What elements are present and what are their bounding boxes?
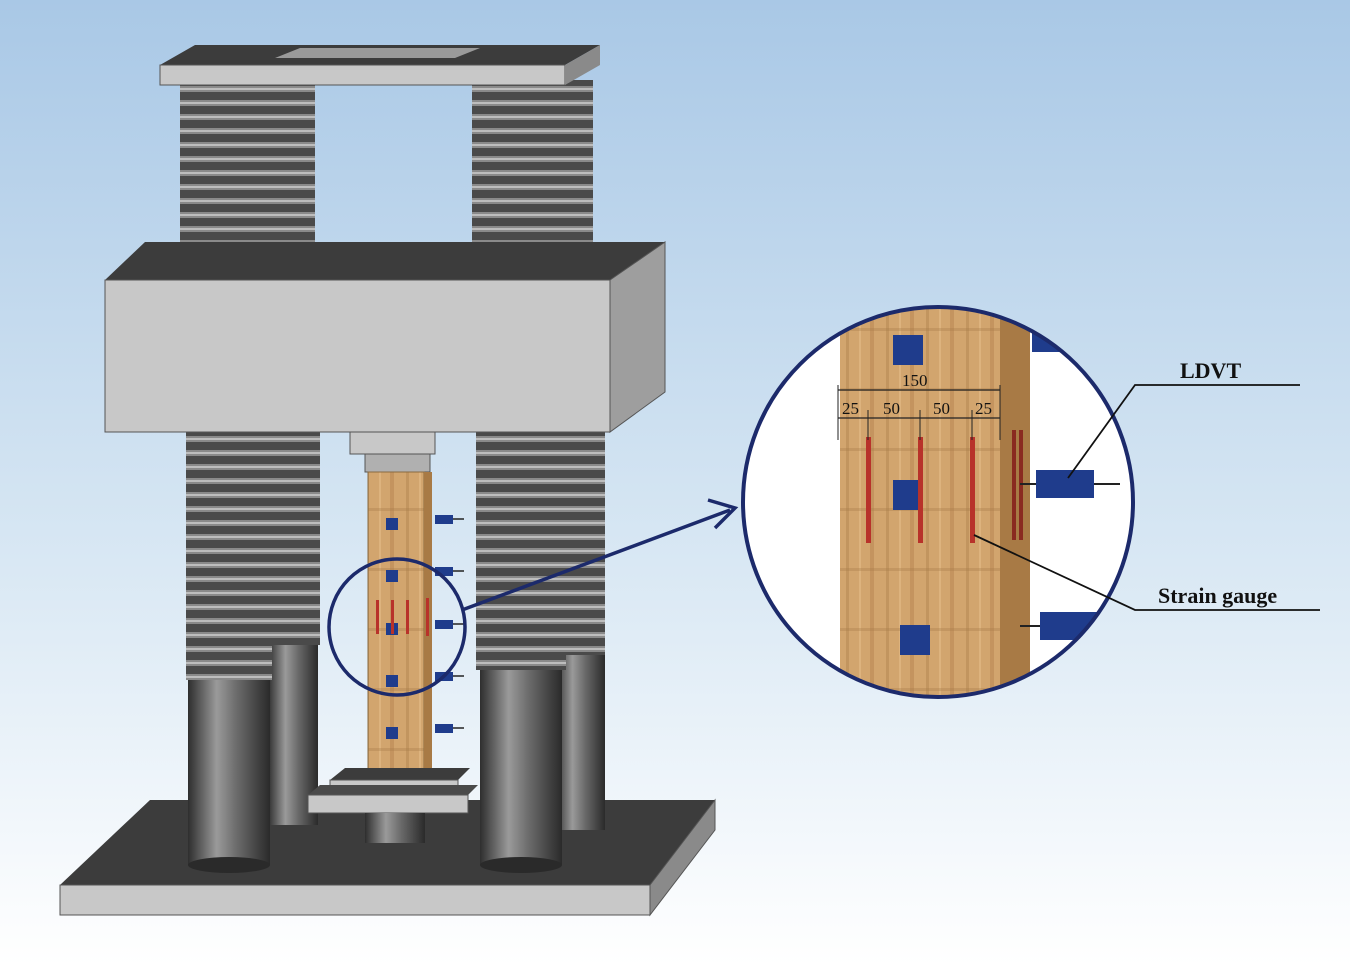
- dimension-segment-4: 25: [975, 399, 992, 418]
- timber-specimen: [367, 471, 432, 781]
- zoom-circle-border: [741, 305, 1135, 699]
- ldvt-label: LDVT: [1180, 358, 1241, 383]
- lower-cylinders: [188, 640, 605, 873]
- loading-head: [349, 431, 436, 473]
- lower-threaded-rods: [186, 430, 605, 680]
- dimension-segment-3: 50: [933, 399, 950, 418]
- callout: [327, 498, 739, 697]
- detail-marker-circle: [327, 557, 467, 697]
- upper-threaded-rods: [180, 80, 593, 267]
- dimension-segment-1: 25: [842, 399, 859, 418]
- bottom-support: [307, 768, 478, 843]
- callout-arrow-line: [461, 508, 731, 612]
- strain-gauge-label: Strain gauge: [1158, 583, 1277, 608]
- strain-gauge-leader-line: [973, 534, 1320, 611]
- top-plate: [159, 45, 600, 86]
- callout-arrowhead-icon: [707, 498, 739, 530]
- dimension-segment-2: 50: [883, 399, 900, 418]
- dimension-total: 150: [902, 371, 928, 390]
- zoom-detail: [741, 305, 1135, 699]
- crosshead: [104, 241, 666, 433]
- leader-lines: [973, 384, 1320, 611]
- ldvt-leader-line: [1067, 384, 1300, 479]
